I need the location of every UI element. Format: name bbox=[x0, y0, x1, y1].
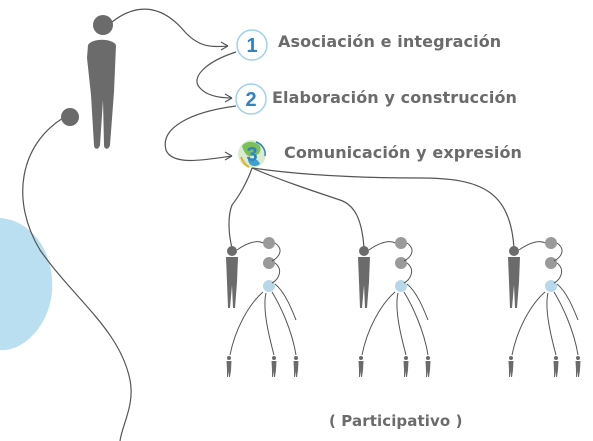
member-head bbox=[263, 237, 275, 249]
member-head bbox=[395, 257, 407, 269]
step-flow-connectors bbox=[111, 8, 237, 162]
participant-group-3 bbox=[508, 237, 581, 377]
member-head bbox=[263, 257, 275, 269]
member-head bbox=[545, 257, 557, 269]
small-person-icons bbox=[508, 356, 581, 377]
small-head bbox=[61, 108, 79, 126]
step-3-globe-icon: 3 bbox=[238, 140, 266, 168]
decorative-blob bbox=[0, 218, 53, 351]
step-1-badge: 1 bbox=[236, 29, 268, 61]
small-person-icons bbox=[226, 356, 299, 377]
group-leader-person-icon bbox=[226, 246, 238, 308]
member-head bbox=[395, 237, 407, 249]
step-2-badge: 2 bbox=[235, 83, 267, 115]
group-leader-person-icon bbox=[358, 246, 370, 308]
participant-group-1 bbox=[226, 237, 299, 377]
main-person-figure-icon bbox=[87, 15, 116, 149]
step-1-label: Asociación e integración bbox=[278, 32, 502, 51]
branch-lines bbox=[228, 167, 515, 249]
group-leader-person-icon bbox=[508, 246, 520, 308]
step-2-number: 2 bbox=[245, 89, 256, 111]
step-1-number: 1 bbox=[246, 35, 257, 57]
step-3-label: Comunicación y expresión bbox=[284, 143, 523, 162]
step-2-label: Elaboración y construcción bbox=[272, 88, 518, 107]
participant-group-2 bbox=[358, 237, 431, 377]
member-head bbox=[545, 237, 557, 249]
small-person-icons bbox=[358, 356, 431, 377]
step-3-number: 3 bbox=[246, 144, 257, 166]
footer-caption: ( Participativo ) bbox=[329, 412, 463, 430]
connector-curve-left bbox=[22, 117, 132, 441]
